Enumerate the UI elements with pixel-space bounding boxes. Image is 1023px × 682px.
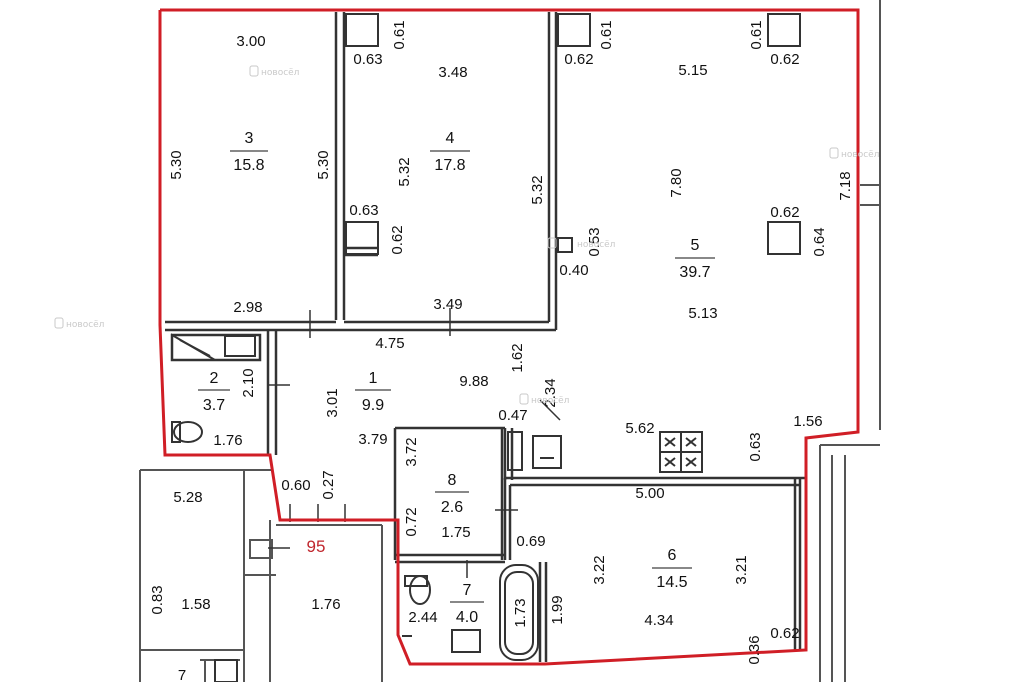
dim-label: 0.61 xyxy=(598,20,615,49)
dim-label: 5.28 xyxy=(173,489,202,506)
apartment-number: 95 xyxy=(307,537,326,556)
dim-label: 5.32 xyxy=(529,175,546,204)
watermark-logo-icon xyxy=(249,65,259,77)
dim-label: 0.27 xyxy=(320,470,337,499)
room-area-4: 17.8 xyxy=(434,157,465,174)
watermark-logo-icon xyxy=(547,237,557,249)
dim-label: 5.62 xyxy=(625,420,654,437)
dim-label: 5.30 xyxy=(168,150,185,179)
dim-label: 0.36 xyxy=(746,635,763,664)
dim-label: 0.63 xyxy=(349,202,378,219)
dim-label: 0.47 xyxy=(498,407,527,424)
room-number-8: 8 xyxy=(448,472,457,489)
dim-label: 0.53 xyxy=(586,227,603,256)
dim-label: 3.49 xyxy=(433,296,462,313)
dim-label: 5.30 xyxy=(315,150,332,179)
dim-label: 3.72 xyxy=(403,437,420,466)
dim-label: 3.48 xyxy=(438,64,467,81)
dim-label: 0.62 xyxy=(564,51,593,68)
room-area-1: 9.9 xyxy=(362,397,384,414)
dim-label: 3.21 xyxy=(733,555,750,584)
dim-label: 9.88 xyxy=(459,373,488,390)
dim-label: 2.44 xyxy=(408,609,437,626)
dim-label: 0.63 xyxy=(353,51,382,68)
watermark: новосёл xyxy=(261,68,299,78)
dim-label: 1.76 xyxy=(213,432,242,449)
dim-label: 0.64 xyxy=(811,227,828,256)
dim-label: 2.10 xyxy=(240,368,257,397)
dim-label: 4.75 xyxy=(375,335,404,352)
dim-label: 0.63 xyxy=(747,432,764,461)
dim-label: 2.98 xyxy=(233,299,262,316)
watermarks: новосёл новосёл новосёл новосёл новосёл xyxy=(54,65,879,406)
dim-label: 1.56 xyxy=(793,413,822,430)
watermark: новосёл xyxy=(531,396,569,406)
room-number-3: 3 xyxy=(245,130,254,147)
room-number-4: 4 xyxy=(446,130,455,147)
watermark: новосёл xyxy=(841,150,879,160)
room-area-5: 39.7 xyxy=(679,264,710,281)
dim-label: 7 xyxy=(178,667,186,682)
dim-label: 0.60 xyxy=(281,477,310,494)
dimension-labels: 3.00 5.30 5.30 2.98 0.61 0.63 3.48 5.32 … xyxy=(149,20,854,682)
dim-label: 5.15 xyxy=(678,62,707,79)
room-number-7: 7 xyxy=(463,582,472,599)
dim-label: 7.80 xyxy=(668,168,685,197)
dim-label: 5.13 xyxy=(688,305,717,322)
dim-label: 0.69 xyxy=(516,533,545,550)
dim-label: 4.34 xyxy=(644,612,673,629)
room-area-6: 14.5 xyxy=(656,574,687,591)
dim-label: 1.73 xyxy=(512,598,529,627)
dim-label: 0.40 xyxy=(559,262,588,279)
dim-label: 0.61 xyxy=(391,20,408,49)
dim-label: 1.75 xyxy=(441,524,470,541)
dim-label: 1.62 xyxy=(509,343,526,372)
dimension-ticks xyxy=(268,308,561,578)
room-labels: 3 15.8 4 17.8 5 39.7 2 3.7 1 9.9 8 2.6 7… xyxy=(198,130,715,626)
room-area-3: 15.8 xyxy=(233,157,264,174)
dim-label: 1.76 xyxy=(311,596,340,613)
room-area-7: 4.0 xyxy=(456,609,478,626)
dim-label: 0.62 xyxy=(770,204,799,221)
apartment-outline xyxy=(158,8,860,666)
dim-label: 3.22 xyxy=(591,555,608,584)
dim-label: 1.99 xyxy=(549,595,566,624)
dim-label: 5.32 xyxy=(396,157,413,186)
dim-label: 0.83 xyxy=(149,585,166,614)
dim-label: 0.72 xyxy=(403,507,420,536)
dim-label: 0.62 xyxy=(770,51,799,68)
dim-label: 0.62 xyxy=(770,625,799,642)
watermark-logo-icon xyxy=(829,147,839,159)
room-number-2: 2 xyxy=(210,370,219,387)
dim-label: 0.62 xyxy=(389,225,406,254)
room-area-2: 3.7 xyxy=(203,397,225,414)
room-number-6: 6 xyxy=(668,547,677,564)
dim-label: 3.01 xyxy=(324,388,341,417)
exterior-structure xyxy=(139,0,881,682)
room-number-5: 5 xyxy=(691,237,700,254)
watermark-logo-icon xyxy=(54,317,64,329)
interior-walls xyxy=(165,12,805,662)
watermark: новосёл xyxy=(577,240,615,250)
dim-label: 3.00 xyxy=(236,33,265,50)
room-number-1: 1 xyxy=(369,370,378,387)
columns-and-fixtures xyxy=(171,13,801,682)
dim-label: 2.34 xyxy=(542,378,559,407)
room-area-8: 2.6 xyxy=(441,499,463,516)
dim-label: 5.00 xyxy=(635,485,664,502)
dim-label: 3.79 xyxy=(358,431,387,448)
dim-label: 7.18 xyxy=(837,171,854,200)
watermark: новосёл xyxy=(66,320,104,330)
watermark-logo-icon xyxy=(519,393,529,405)
dim-label: 1.58 xyxy=(181,596,210,613)
dim-label: 0.61 xyxy=(748,20,765,49)
